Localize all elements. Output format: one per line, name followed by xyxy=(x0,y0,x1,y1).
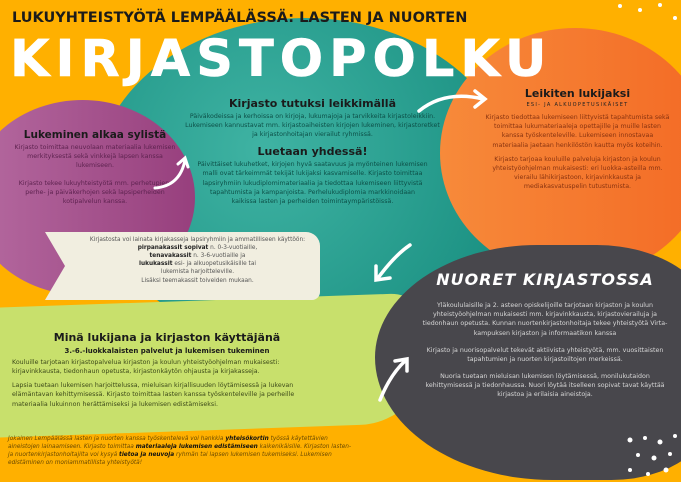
teal-section: Kirjasto tutuksi leikkimällä Päiväkodeis… xyxy=(185,96,440,211)
purple-text-2: Kirjasto tekee lukuyhteistyötä mm. perhe… xyxy=(18,179,172,205)
arrow-icon-teal-to-orange xyxy=(417,89,488,113)
page-title: KIRJASTOPOLKU xyxy=(10,30,553,90)
green-heading: Minä lukijana ja kirjaston käyttäjänä xyxy=(53,331,281,344)
bag-banner: Kirjastosta voi lainata kirjakasseja lap… xyxy=(75,232,320,300)
banner-item3: esi- ja alkuopetusikäisille tai lukemist… xyxy=(160,261,256,276)
arrow-icon-green-to-dark xyxy=(378,356,409,402)
banner-intro: Kirjastosta voi lainata kirjakasseja lap… xyxy=(89,237,306,243)
arrow-icon-purple-to-teal xyxy=(153,155,190,190)
banner-item3-bold: lukukassit xyxy=(138,261,173,268)
teal-heading-1: Kirjasto tutuksi leikkimällä xyxy=(229,97,396,110)
banner-outro: Lisäksi teemakassit toiveiden mukaan. xyxy=(141,277,254,284)
footer-bold-1: yhteisökortin xyxy=(225,436,269,442)
teal-heading-2: Luetaan yhdessä! xyxy=(257,145,368,159)
orange-heading: Leikiten lukijaksi xyxy=(524,87,631,100)
green-section: Minä lukijana ja kirjaston käyttäjänä 3.… xyxy=(12,330,322,414)
banner-item1-bold: pirpanakassit sopivat xyxy=(137,245,209,252)
orange-text-2: Kirjasto tarjoaa kouluille palveluja kir… xyxy=(492,155,663,191)
orange-subheading: ESI- JA ALKUOPETUSIKÄISET xyxy=(526,101,629,108)
footer-text-3: kaikenikäisille. Kirjaston lasten- ja nu… xyxy=(8,444,352,459)
green-subheading: 3.-6.-luokkalaisten palvelut ja lukemise… xyxy=(64,346,270,355)
dark-text-3: Nuoria tuetaan mieluisan lukemisen löytä… xyxy=(425,372,665,399)
page-subtitle: LUKUYHTEISTYÖTÄ LEMPÄÄLÄSSÄ: LASTEN JA N… xyxy=(12,10,468,26)
banner-item1: n. 0-3-vuotiaille, xyxy=(208,245,258,252)
purple-text-1: Kirjasto toimittaa neuvolaan materiaalia… xyxy=(14,144,176,170)
dark-section: NUORET KIRJASTOSSA Yläkoululaisille ja 2… xyxy=(420,268,670,404)
dark-text-2: Kirjasto ja nuorisopalvelut tekevät akti… xyxy=(426,346,664,363)
orange-text-1: Kirjasto tiedottaa lukemiseen liittyvist… xyxy=(485,114,670,149)
orange-circle xyxy=(440,28,681,278)
dark-text-1: Yläkoululaisille ja 2. asteen opiskelijo… xyxy=(422,302,668,337)
banner-item2-bold: tenavakassit xyxy=(149,253,192,260)
footer-text-2: työssä käytettävien aineistojen lainaami… xyxy=(8,436,328,451)
footer-note: Jokainen Lempäälässä lasten ja nuorten k… xyxy=(8,435,353,467)
footer-text-1: Jokainen Lempäälässä lasten ja nuorten k… xyxy=(8,436,226,442)
green-text-1: Kouluille tarjotaan kirjastopalvelua kir… xyxy=(12,359,280,376)
footer-bold-3: tietoa ja neuvoja xyxy=(119,452,175,459)
purple-section: Lukeminen alkaa sylistä Kirjasto toimitt… xyxy=(10,128,180,211)
dark-heading: NUORET KIRJASTOSSA xyxy=(436,270,654,289)
dots-decoration xyxy=(627,434,677,476)
arrow-icon-orange-to-dark xyxy=(374,243,412,283)
orange-section: Leikiten lukijaksi ESI- JA ALKUOPETUSIKÄ… xyxy=(485,86,670,196)
purple-heading: Lukeminen alkaa sylistä xyxy=(23,129,167,141)
footer-text-4: ryhmän tai lapsen lukemisen tukemiseksi.… xyxy=(8,452,332,467)
dots-decoration-top xyxy=(618,3,677,20)
green-text-2: Lapsia tuetaan lukemisen harjoittelussa,… xyxy=(12,382,295,408)
banner-item2: n. 3-6-vuotiaille ja xyxy=(191,253,246,260)
teal-text-2: Päivittäiset lukuhetket, kirjojen hyvä s… xyxy=(197,161,428,205)
footer-bold-2: materiaaleja lukemisen edistämiseen xyxy=(135,444,258,451)
teal-text-1: Päiväkodeissa ja kerhoissa on kirjoja, l… xyxy=(185,112,440,139)
